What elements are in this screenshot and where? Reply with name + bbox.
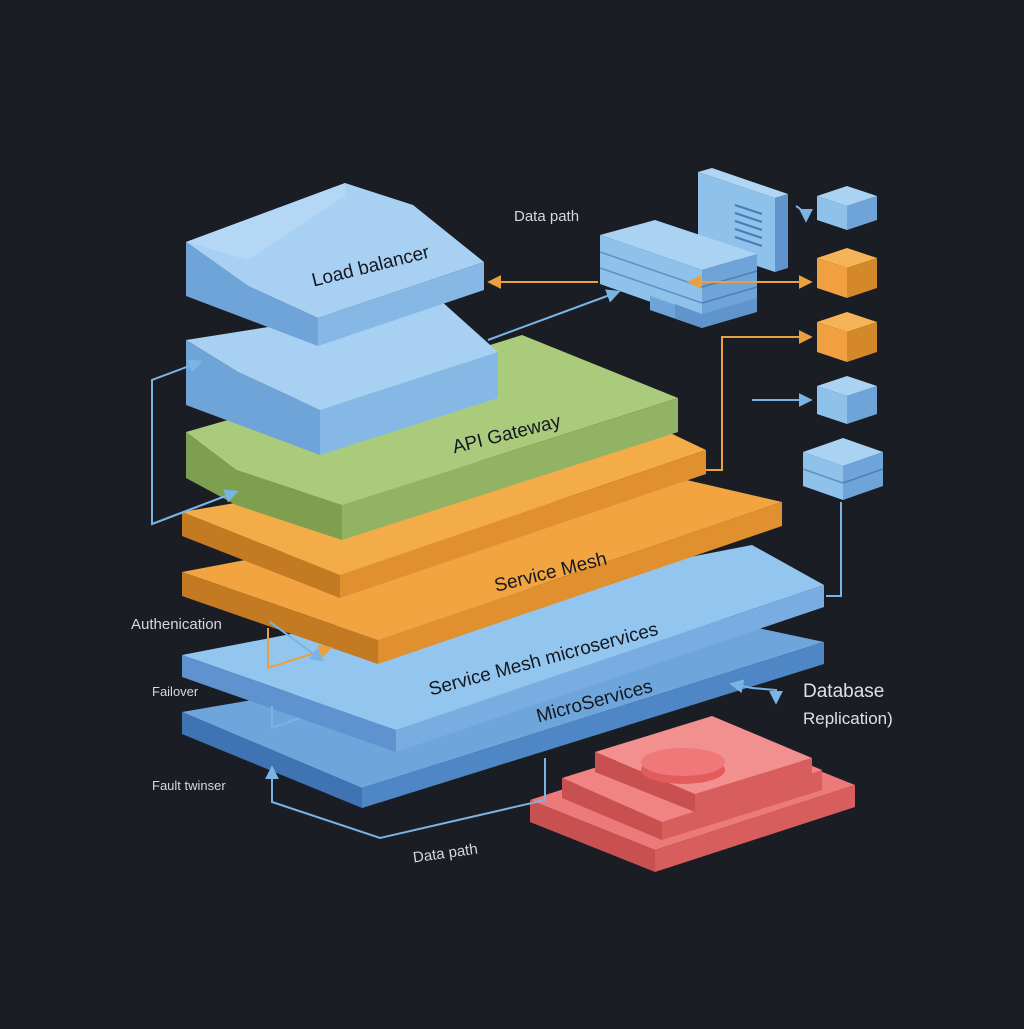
database-label: Database <box>803 681 884 702</box>
api-gateway-layer <box>186 335 678 540</box>
cube-blue-3 <box>802 438 884 500</box>
cube-orange-2 <box>817 312 877 362</box>
data-path-bottom-label: Data path <box>412 841 479 867</box>
data-path-top-label: Data path <box>514 208 579 225</box>
cube-blue-2 <box>817 376 877 424</box>
connector-arrows <box>151 205 842 840</box>
failover-label: Failover <box>152 684 199 699</box>
cube-orange-1 <box>817 248 877 298</box>
load-balancer-top-block <box>186 183 484 346</box>
database-block <box>530 716 855 872</box>
server-stack <box>599 168 788 328</box>
fault-tolerance-label: Fault twinser <box>152 778 226 793</box>
cube-blue-1 <box>817 186 877 230</box>
replication-label: Replication) <box>803 709 893 728</box>
load-balancer-lower-block <box>186 300 498 455</box>
service-mesh-microservices-layer <box>182 545 824 752</box>
service-mesh-lower-layer <box>182 478 782 664</box>
authentication-label: Authenication <box>131 616 222 633</box>
